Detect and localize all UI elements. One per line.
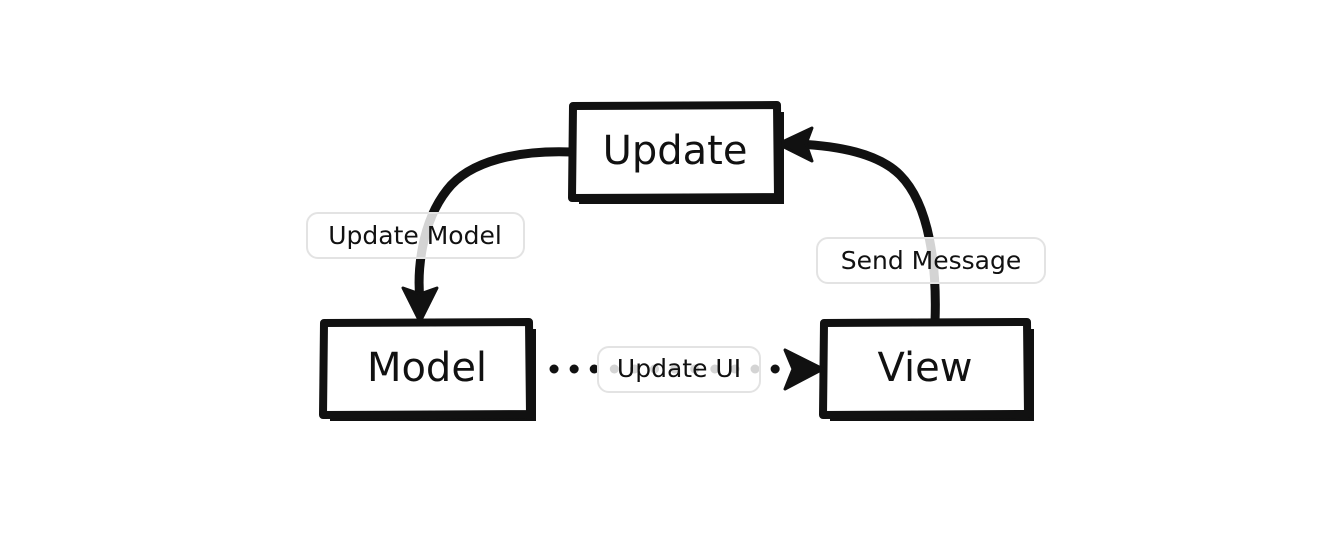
- edge-label-update-model: Update Model: [306, 212, 525, 259]
- edge-label-update-model-text: Update Model: [328, 221, 502, 250]
- edge-label-update-model-box: [306, 212, 525, 259]
- edge-model-to-view-arrowhead: [783, 348, 825, 391]
- edge-label-send-message-text: Send Message: [841, 246, 1021, 275]
- node-model-label: Model: [367, 345, 487, 391]
- node-model[interactable]: Model: [319, 318, 536, 421]
- node-update[interactable]: Update: [568, 101, 784, 204]
- edge-view-to-update-arrowhead: [776, 126, 814, 163]
- edge-label-update-ui-text: Update UI: [617, 354, 741, 383]
- node-view[interactable]: View: [819, 318, 1034, 421]
- edge-label-update-ui-box: [597, 346, 761, 393]
- edge-label-send-message-box: [816, 237, 1046, 284]
- edge-label-update-ui: Update UI: [597, 346, 761, 393]
- edge-update-to-model: [401, 147, 577, 324]
- node-update-label: Update: [603, 128, 748, 174]
- edge-view-to-update-line: [793, 139, 940, 327]
- edge-label-send-message: Send Message: [816, 237, 1046, 284]
- node-update-box: [568, 101, 782, 202]
- edge-update-to-model-arrowhead: [401, 286, 439, 324]
- edge-view-to-update: [776, 126, 940, 327]
- node-view-label: View: [878, 345, 973, 391]
- node-model-box: [319, 318, 534, 419]
- node-view-box: [819, 318, 1032, 419]
- edge-update-to-model-line: [414, 147, 577, 305]
